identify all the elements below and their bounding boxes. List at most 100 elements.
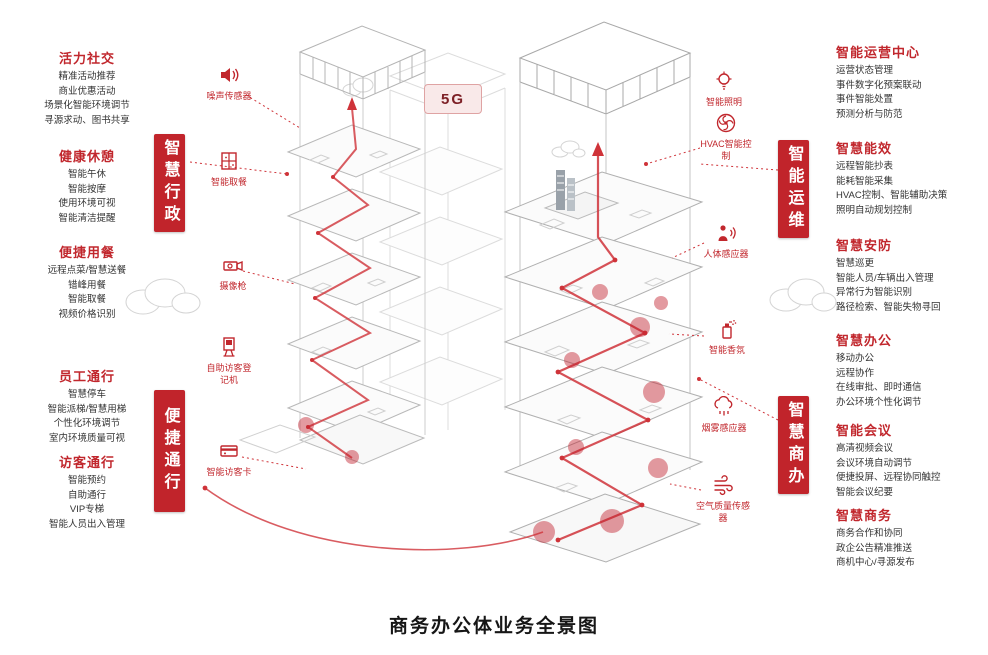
visitor-card-group: 智能访客卡 [197, 440, 261, 478]
device-icon-label: 智能香氛 [708, 345, 745, 355]
device-icon-label: 空气质量传感器 [696, 501, 751, 524]
device-icon-label: 摄像枪 [219, 281, 247, 291]
section-item: 事件数字化预案联动 [836, 79, 922, 91]
right-section-5: 智能会议高清视频会议会议环境自动调节便捷投屏、远程协同触控智能会议纪要 [836, 420, 986, 501]
5g-label: 5G [440, 90, 465, 108]
section-item: 远程点菜/智慧送餐 [47, 265, 127, 276]
section-item: 智能午休 [67, 169, 106, 180]
category-label-smart-operations: 智能运维 [778, 140, 809, 238]
section-heading: 智慧商务 [836, 508, 893, 523]
left-section-3: 便捷用餐远程点菜/智慧送餐错峰用餐智能取餐视频价格识别 [20, 242, 154, 323]
category-label-smart-business-office: 智慧商办 [778, 396, 809, 494]
section-item: 远程协作 [836, 367, 875, 379]
section-item: 商机中心/寻源发布 [836, 557, 915, 569]
left-section-5: 访客通行智能预约自助通行 VIP专梯智能人员出入管理 [20, 452, 154, 533]
section-heading: 健康休憩 [58, 149, 115, 164]
section-item: 异常行为智能识别 [836, 287, 913, 299]
section-item: 便捷投屏、远程协同触控 [836, 472, 941, 484]
section-item: 商务合作和协同 [836, 528, 903, 539]
section-item: 预测分析与防范 [836, 109, 903, 121]
section-item: 智慧停车 [67, 389, 106, 400]
section-heading: 便捷用餐 [58, 245, 115, 260]
section-item: 事件智能处置 [836, 94, 894, 106]
section-item: 智慧巡更 [836, 258, 875, 269]
air-quality-icon [712, 474, 734, 496]
section-heading: 智慧安防 [836, 238, 893, 253]
section-item: 场景化智能环境调节 [44, 100, 130, 112]
right-section-4: 智慧办公移动办公远程协作在线审批、即时通信办公环境个性化调节 [836, 330, 986, 411]
body-sensor-icon [715, 222, 737, 244]
category-label-text: 智能运维 [785, 145, 803, 233]
section-item: 移动办公 [836, 353, 875, 364]
section-item: 办公环境个性化调节 [836, 397, 922, 409]
section-item: 政企公告精准推送 [836, 542, 913, 554]
visitor-card-icon [218, 440, 240, 462]
visitor-kiosk-group: 自助访客登记机 [197, 336, 261, 386]
fragrance-icon [716, 318, 738, 340]
meal-pickup-group: 智能取餐 [197, 150, 261, 188]
camera-icon [222, 254, 244, 276]
section-item: 智能人员出入管理 [48, 519, 125, 531]
category-label-convenient-access: 便捷通行 [154, 390, 185, 512]
section-item: VIP专梯 [69, 504, 105, 516]
section-heading: 访客通行 [58, 455, 115, 470]
section-item: 照明自动规划控制 [836, 205, 913, 217]
section-heading: 智慧办公 [836, 333, 893, 348]
section-heading: 智能运营中心 [836, 45, 921, 60]
air-quality-group: 空气质量传感器 [691, 474, 755, 524]
section-heading: 智慧能效 [836, 141, 893, 156]
section-item: 寻源求动、图书共享 [44, 115, 130, 127]
section-item: 智能人员/车辆出入管理 [836, 272, 934, 284]
left-section-1: 活力社交精准活动推荐商业优惠活动场景化智能环境调节寻源求动、图书共享 [20, 48, 154, 129]
right-tower [503, 21, 704, 563]
category-label-text: 智慧商办 [785, 401, 803, 489]
smart-lighting-icon [713, 70, 735, 92]
section-heading: 员工通行 [58, 369, 115, 384]
device-icon-label: 噪声传感器 [206, 91, 252, 101]
body-sensor-group: 人体感应器 [694, 222, 758, 260]
noise-sensor-icon [218, 64, 240, 86]
section-item: 错峰用餐 [67, 279, 106, 291]
category-label-text: 便捷通行 [161, 407, 179, 495]
section-item: 精准活动推荐 [58, 71, 116, 82]
section-item: 会议环境自动调节 [836, 457, 913, 469]
smoke-sensor-icon [713, 395, 735, 418]
left-section-2: 健康休憩智能午休智能按摩使用环境可视智能清洁提醒 [20, 146, 154, 227]
meal-pickup-icon [218, 150, 240, 172]
section-item: 智能取餐 [67, 294, 106, 306]
category-label-text: 智慧行政 [161, 139, 179, 227]
device-icon-label: 智能照明 [705, 97, 742, 107]
section-item: 路径检索、智能失物寻回 [836, 302, 941, 314]
section-item: 视频价格识别 [58, 309, 116, 321]
section-heading: 智能会议 [836, 423, 893, 438]
device-icon-label: 人体感应器 [703, 249, 749, 259]
device-icon-label: HVAC智能控制 [700, 139, 752, 162]
right-section-2: 智慧能效远程智能抄表能耗智能采集 HVAC控制、智能辅助决策照明自动规划控制 [836, 138, 986, 219]
page-title: 商务办公体业务全景图 [388, 616, 599, 637]
section-item: 商业优惠活动 [58, 85, 116, 97]
section-item: 智能按摩 [67, 183, 106, 195]
section-heading: 活力社交 [58, 51, 115, 66]
section-item: 远程智能抄表 [836, 161, 894, 172]
mini-building-icon [543, 170, 620, 220]
right-section-3: 智慧安防智慧巡更智能人员/车辆出入管理异常行为智能识别路径检索、智能失物寻回 [836, 235, 986, 316]
noise-sensor-group: 噪声传感器 [197, 64, 261, 102]
right-section-1: 智能运营中心运营状态管理事件数字化预案联动事件智能处置预测分析与防范 [836, 42, 986, 123]
mid-tower [378, 52, 507, 430]
left-section-4: 员工通行智慧停车智能派梯/智慧用梯个性化环境调节室内环境质量可视 [20, 366, 154, 447]
device-icon-label: 智能访客卡 [206, 467, 252, 477]
section-item: 智能会议纪要 [836, 487, 894, 499]
section-item: 自助通行 [67, 489, 106, 501]
section-item: 个性化环境调节 [53, 418, 121, 430]
hvac-group: HVAC智能控制 [694, 112, 758, 162]
section-item: 智能预约 [67, 475, 106, 486]
section-item: 智能清洁提醒 [58, 213, 116, 225]
section-item: 能耗智能采集 [836, 175, 894, 187]
section-item: 在线审批、即时通信 [836, 382, 922, 394]
camera-group: 摄像枪 [201, 254, 265, 292]
smart-route-overlay [189, 94, 779, 551]
section-item: 室内环境质量可视 [48, 433, 125, 445]
section-item: HVAC控制、智能辅助决策 [836, 190, 948, 202]
